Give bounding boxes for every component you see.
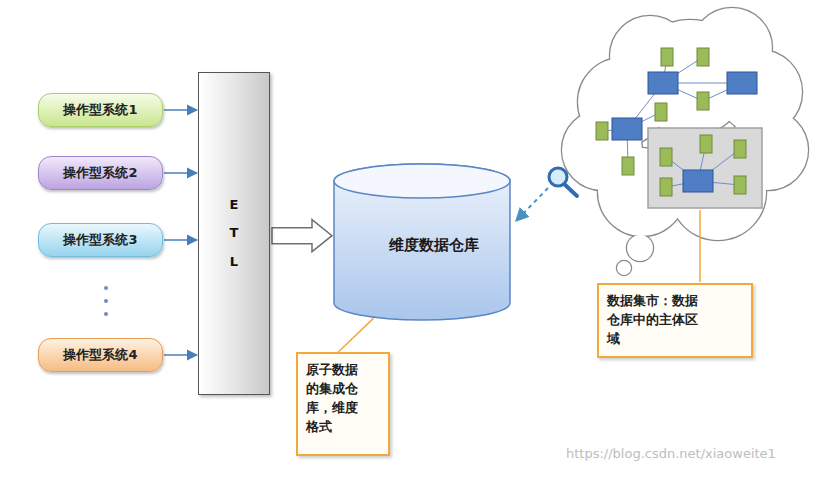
system-box: 操作型系统3 (38, 223, 163, 257)
system-box: 操作型系统4 (38, 338, 163, 372)
flow-arrow (164, 172, 197, 174)
callout-box: 数据集市：数据仓库中的主体区域 (597, 283, 753, 358)
leader-line (338, 318, 373, 352)
magnifier (549, 168, 577, 196)
node-label: 操作型系统2 (63, 164, 137, 182)
node-label: 操作型系统4 (63, 346, 137, 364)
callout-text: 原子数据的集成仓库，维度格式 (306, 361, 362, 436)
callout-text: 数据集市：数据仓库中的主体区域 (607, 292, 703, 349)
flow-arrow (164, 239, 197, 241)
etl-bar: ETL (198, 72, 270, 395)
node-label: 维度数据仓库 (333, 236, 535, 255)
flow-arrow (164, 109, 197, 111)
system-box: 操作型系统1 (38, 93, 163, 127)
ellipsis-dots (104, 286, 108, 316)
node-label: 操作型系统3 (63, 231, 137, 249)
system-box: 操作型系统2 (38, 156, 163, 190)
warehouse-cylinder: 维度数据仓库 (333, 163, 535, 321)
callout-box: 原子数据的集成仓库，维度格式 (296, 352, 390, 456)
node-label: 操作型系统1 (63, 101, 137, 119)
data-mart-network (596, 48, 762, 208)
flow-arrow (272, 220, 332, 252)
look-arrow (516, 188, 548, 221)
watermark: https://blog.csdn.net/xiaoweite1 (566, 446, 776, 461)
thought-cloud (562, 8, 808, 275)
node-label: ETL (228, 191, 241, 277)
leader-line (699, 210, 701, 282)
flow-arrow (164, 354, 197, 356)
